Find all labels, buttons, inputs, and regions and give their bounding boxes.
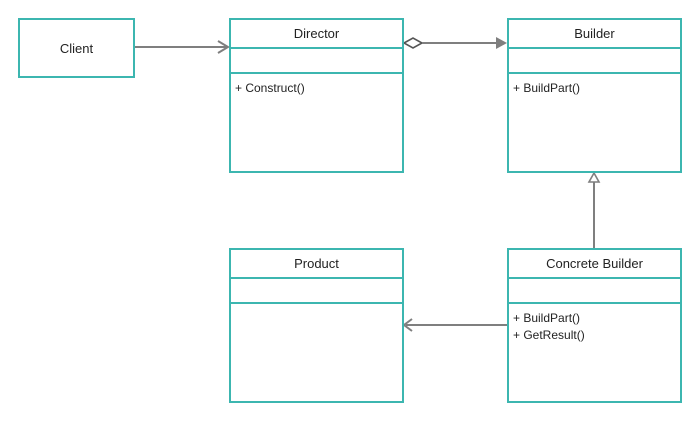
product-attributes-section bbox=[231, 279, 402, 304]
concrete-builder-product-association bbox=[402, 318, 507, 332]
builder-method-buildpart: + BuildPart() bbox=[513, 81, 581, 95]
director-class-box[interactable]: Director + Construct() bbox=[229, 18, 404, 173]
concrete-builder-class-box[interactable]: Concrete Builder + BuildPart() + GetResu… bbox=[507, 248, 682, 403]
director-class-name: Director bbox=[231, 20, 402, 49]
builder-methods-section: + BuildPart() bbox=[509, 74, 680, 97]
open-arrowhead-icon bbox=[217, 40, 230, 54]
product-class-box[interactable]: Product bbox=[229, 248, 404, 403]
filled-arrowhead-icon bbox=[496, 37, 507, 49]
open-arrowhead-icon bbox=[402, 318, 413, 332]
concrete-builder-attributes-section bbox=[509, 279, 680, 304]
client-label: Client bbox=[59, 40, 94, 56]
director-builder-aggregation bbox=[402, 37, 507, 49]
aggregation-diamond-icon bbox=[402, 37, 424, 49]
concrete-builder-method-getresult: + GetResult() bbox=[513, 328, 585, 342]
concrete-builder-methods-section: + BuildPart() + GetResult() bbox=[509, 304, 680, 344]
concrete-builder-class-name: Concrete Builder bbox=[509, 250, 680, 279]
builder-attributes-section bbox=[509, 49, 680, 74]
director-attributes-section bbox=[231, 49, 402, 74]
client-director-association bbox=[135, 40, 230, 54]
builder-class-name: Builder bbox=[509, 20, 680, 49]
concrete-builder-builder-generalization bbox=[587, 171, 601, 248]
builder-class-box[interactable]: Builder + BuildPart() bbox=[507, 18, 682, 173]
product-class-name: Product bbox=[231, 250, 402, 279]
director-methods-section: + Construct() bbox=[231, 74, 402, 97]
concrete-builder-method-buildpart: + BuildPart() bbox=[513, 311, 581, 325]
product-methods-section bbox=[231, 304, 402, 310]
director-method-construct: + Construct() bbox=[235, 81, 305, 95]
inheritance-triangle-icon bbox=[587, 171, 601, 183]
client-box[interactable]: Client bbox=[18, 18, 135, 78]
